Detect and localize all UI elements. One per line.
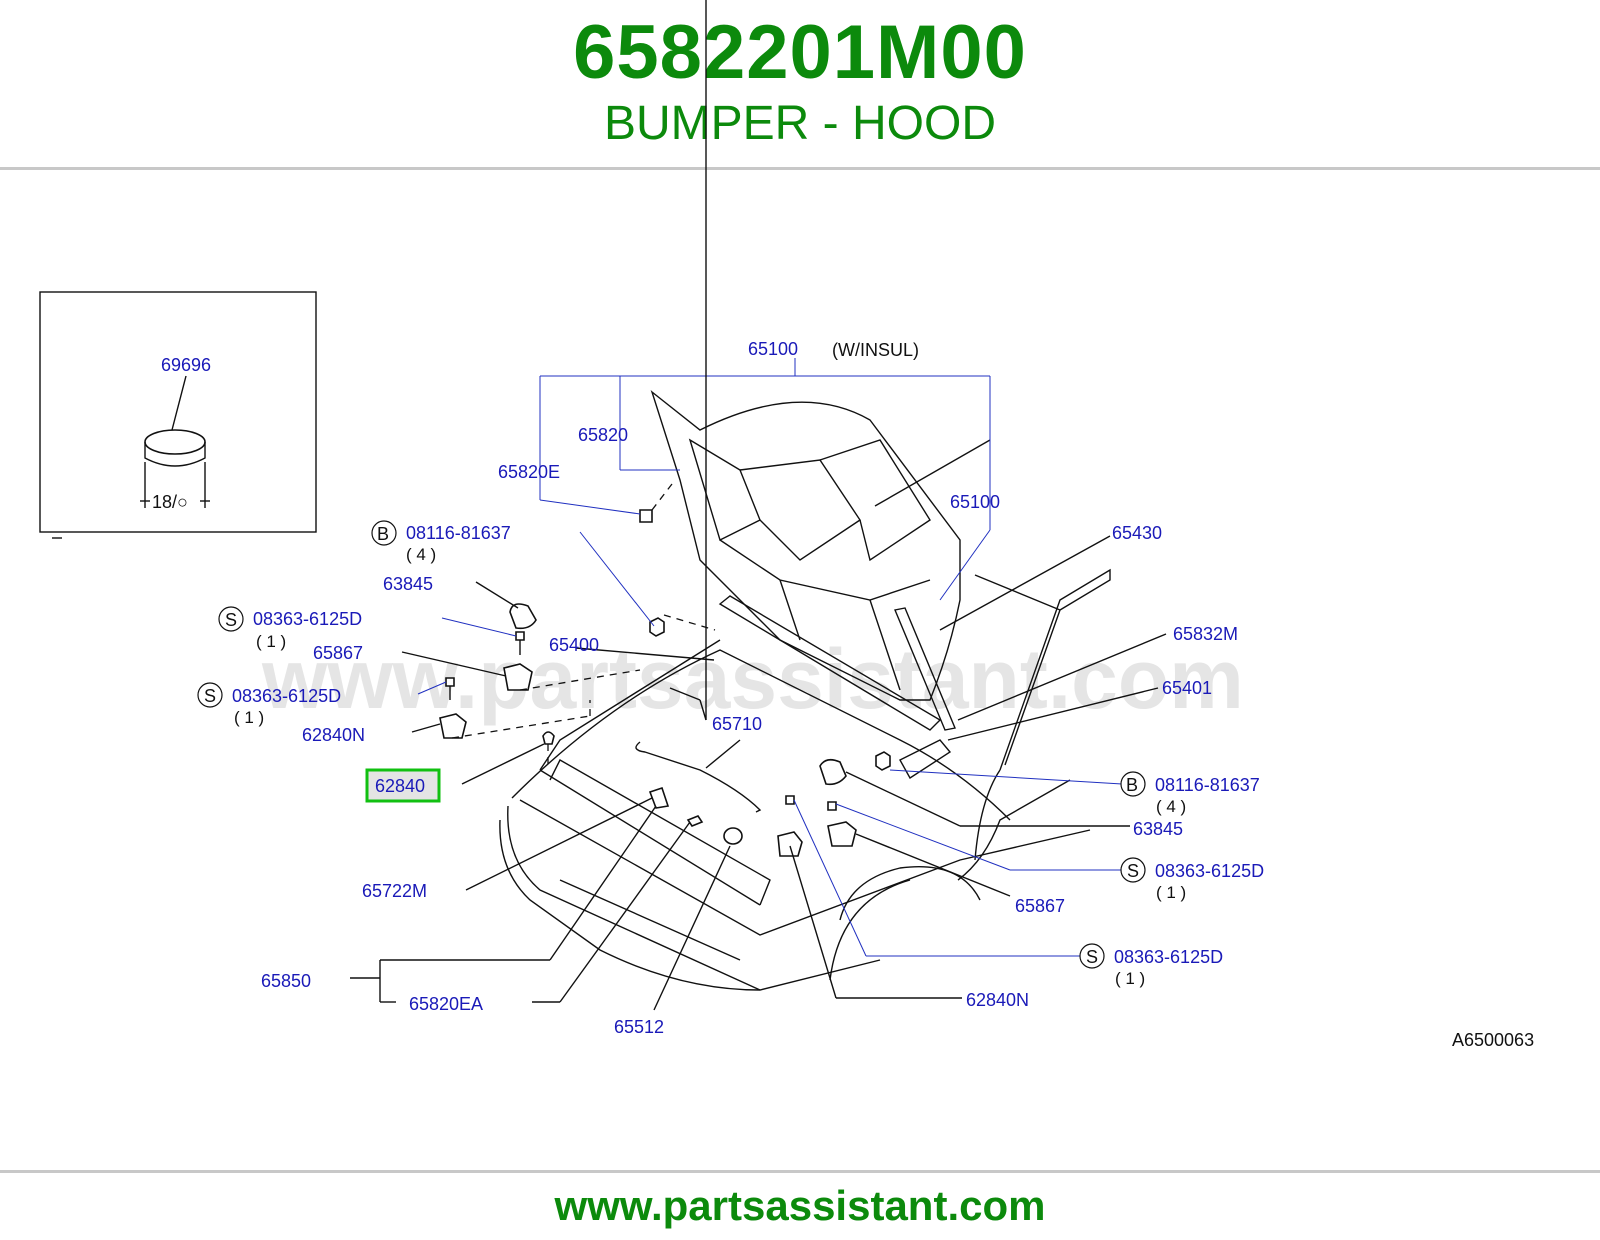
callout-08363-6125D-s3[interactable]: 08363-6125D [1155, 861, 1264, 881]
callout-62840N-left[interactable]: 62840N [302, 725, 365, 745]
callout-08363-6125D-s2[interactable]: 08363-6125D [232, 686, 341, 706]
circle-letter-s2: S [204, 686, 216, 706]
highlight-box [365, 768, 441, 803]
circle-letter-b-left: B [377, 524, 389, 544]
callout-65820E[interactable]: 65820E [498, 462, 560, 482]
diagram-canvas [0, 270, 1600, 1070]
callout-65401[interactable]: 65401 [1162, 678, 1212, 698]
circle-letter-s4: S [1086, 947, 1098, 967]
callout-69696[interactable]: 69696 [161, 355, 211, 375]
callout-65512[interactable]: 65512 [614, 1017, 664, 1037]
qty-screw-s2: ( 1 ) [234, 708, 264, 727]
callout-65820[interactable]: 65820 [578, 425, 628, 445]
circle-letter-s3: S [1127, 861, 1139, 881]
qty-bolt-b-left: ( 4 ) [406, 545, 436, 564]
qty-screw-s1: ( 1 ) [256, 632, 286, 651]
qty-screw-s3: ( 1 ) [1156, 883, 1186, 902]
callout-65867-left[interactable]: 65867 [313, 643, 363, 663]
callout-62840-highlighted[interactable]: 62840 [375, 776, 425, 796]
callout-65722M[interactable]: 65722M [362, 881, 427, 901]
callout-65100-hood[interactable]: 65100 [748, 339, 798, 359]
callout-63845-left[interactable]: 63845 [383, 574, 433, 594]
callout-62840N-right[interactable]: 62840N [966, 990, 1029, 1010]
watermark-text: www.partsassistant.com [261, 632, 1244, 726]
inset-dimension: 18/○ [152, 492, 188, 512]
part-name-subtitle: BUMPER - HOOD [603, 97, 996, 150]
diagram-code: A6500063 [1452, 1030, 1534, 1050]
callout-65400[interactable]: 65400 [549, 635, 599, 655]
footer-website-link[interactable]: www.partsassistant.com [554, 1182, 1046, 1229]
hood-assembly-drawing [499, 390, 1111, 991]
callout-65100-right[interactable]: 65100 [950, 492, 1000, 512]
callout-63845-right[interactable]: 63845 [1133, 819, 1183, 839]
small-parts [439, 483, 952, 857]
callout-08363-6125D-s1[interactable]: 08363-6125D [253, 609, 362, 629]
callout-65850[interactable]: 65850 [261, 971, 311, 991]
callout-65832M[interactable]: 65832M [1173, 624, 1238, 644]
footer-divider [0, 1170, 1600, 1173]
header-divider [0, 167, 1600, 170]
qty-screw-s4: ( 1 ) [1115, 969, 1145, 988]
hood-note: (W/INSUL) [832, 340, 919, 360]
callout-65710[interactable]: 65710 [712, 714, 762, 734]
callout-65820EA[interactable]: 65820EA [409, 994, 483, 1014]
page-header: 6582201M00 BUMPER - HOOD [0, 0, 1600, 168]
qty-bolt-b-right: ( 4 ) [1156, 797, 1186, 816]
callout-08116-81637-left[interactable]: 08116-81637 [406, 523, 511, 543]
callout-65430[interactable]: 65430 [1112, 523, 1162, 543]
callout-08363-6125D-s4[interactable]: 08363-6125D [1114, 947, 1223, 967]
callout-08116-81637-right[interactable]: 08116-81637 [1155, 775, 1260, 795]
circle-letter-b-right: B [1126, 775, 1138, 795]
inset-box: 18/○ 69696 [39, 291, 317, 539]
callout-65867-right[interactable]: 65867 [1015, 896, 1065, 916]
circle-letter-s1: S [225, 610, 237, 630]
leader-lines [350, 0, 1167, 1011]
callout-labels: 65100 (W/INSUL) 65820 65820E 65100 B 081… [197, 339, 1534, 1050]
part-number-title: 6582201M00 [573, 10, 1027, 95]
